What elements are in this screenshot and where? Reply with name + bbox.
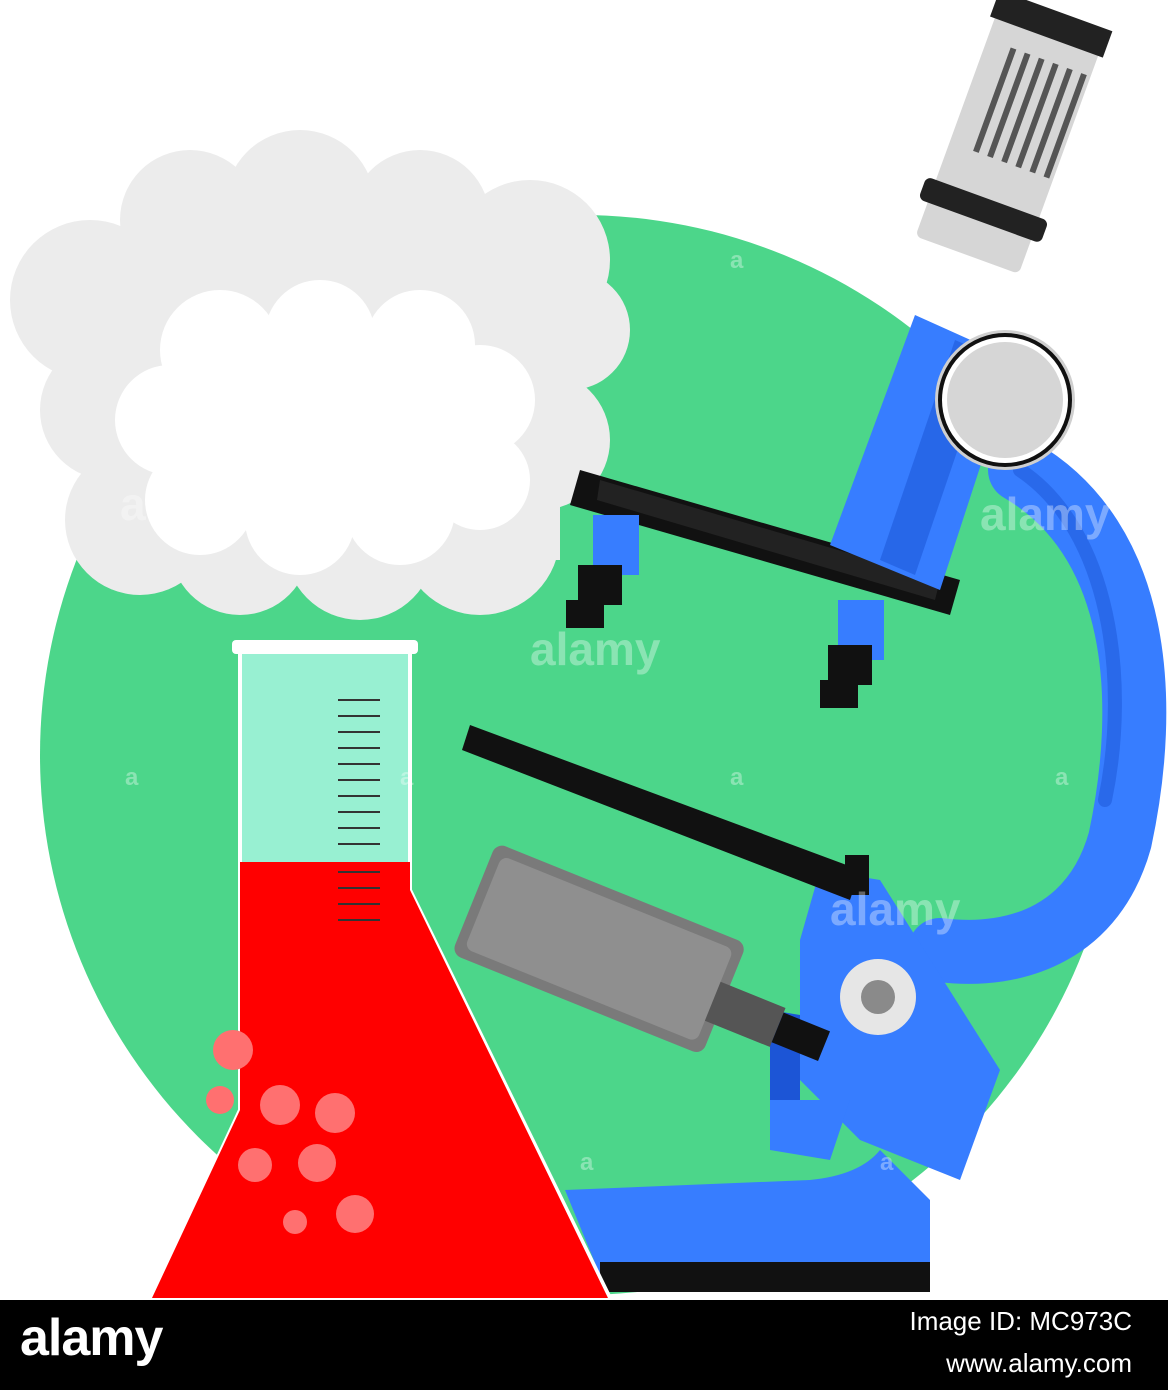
objective-right [820,600,884,708]
footer-brand: alamy [20,1309,163,1367]
footer-image-id: Image ID: MC973C [909,1306,1132,1336]
microscope-stage [462,725,860,900]
watermark-mark: a [730,247,744,274]
flask-icon [148,640,614,1300]
watermark-mark: a [1055,764,1069,791]
microscope-icon [454,0,1167,1292]
watermark-mark: a [580,1149,594,1176]
watermark-mark: a [125,764,139,791]
watermark-mark: a [400,764,414,791]
bubbles [206,1030,374,1234]
watermark-mark: a [880,1149,894,1176]
watermark-mark: a [730,764,744,791]
watermark-overlay: alamy alamy alamy alamy a a a a a a a a [120,247,1111,1176]
watermark-text: alamy [120,478,251,530]
cloud-icon [10,130,630,620]
footer-bar: alamy Image ID: MC973C www.alamy.com [0,1300,1168,1390]
watermark-text: alamy [830,883,961,935]
watermark-text: alamy [980,488,1111,540]
microscope-arm [908,438,1167,984]
watermark-mark: a [1055,1024,1069,1051]
flask-liquid [152,862,608,1298]
lamp [454,845,831,1062]
eyepiece [917,0,1113,273]
flask-scale [338,699,380,921]
science-illustration: alamy alamy alamy alamy a a a a a a a a [10,0,1167,1300]
objective-left [566,515,639,628]
watermark-text: alamy [530,623,661,675]
microscope-base [565,1150,930,1275]
footer-url: www.alamy.com [946,1348,1132,1378]
